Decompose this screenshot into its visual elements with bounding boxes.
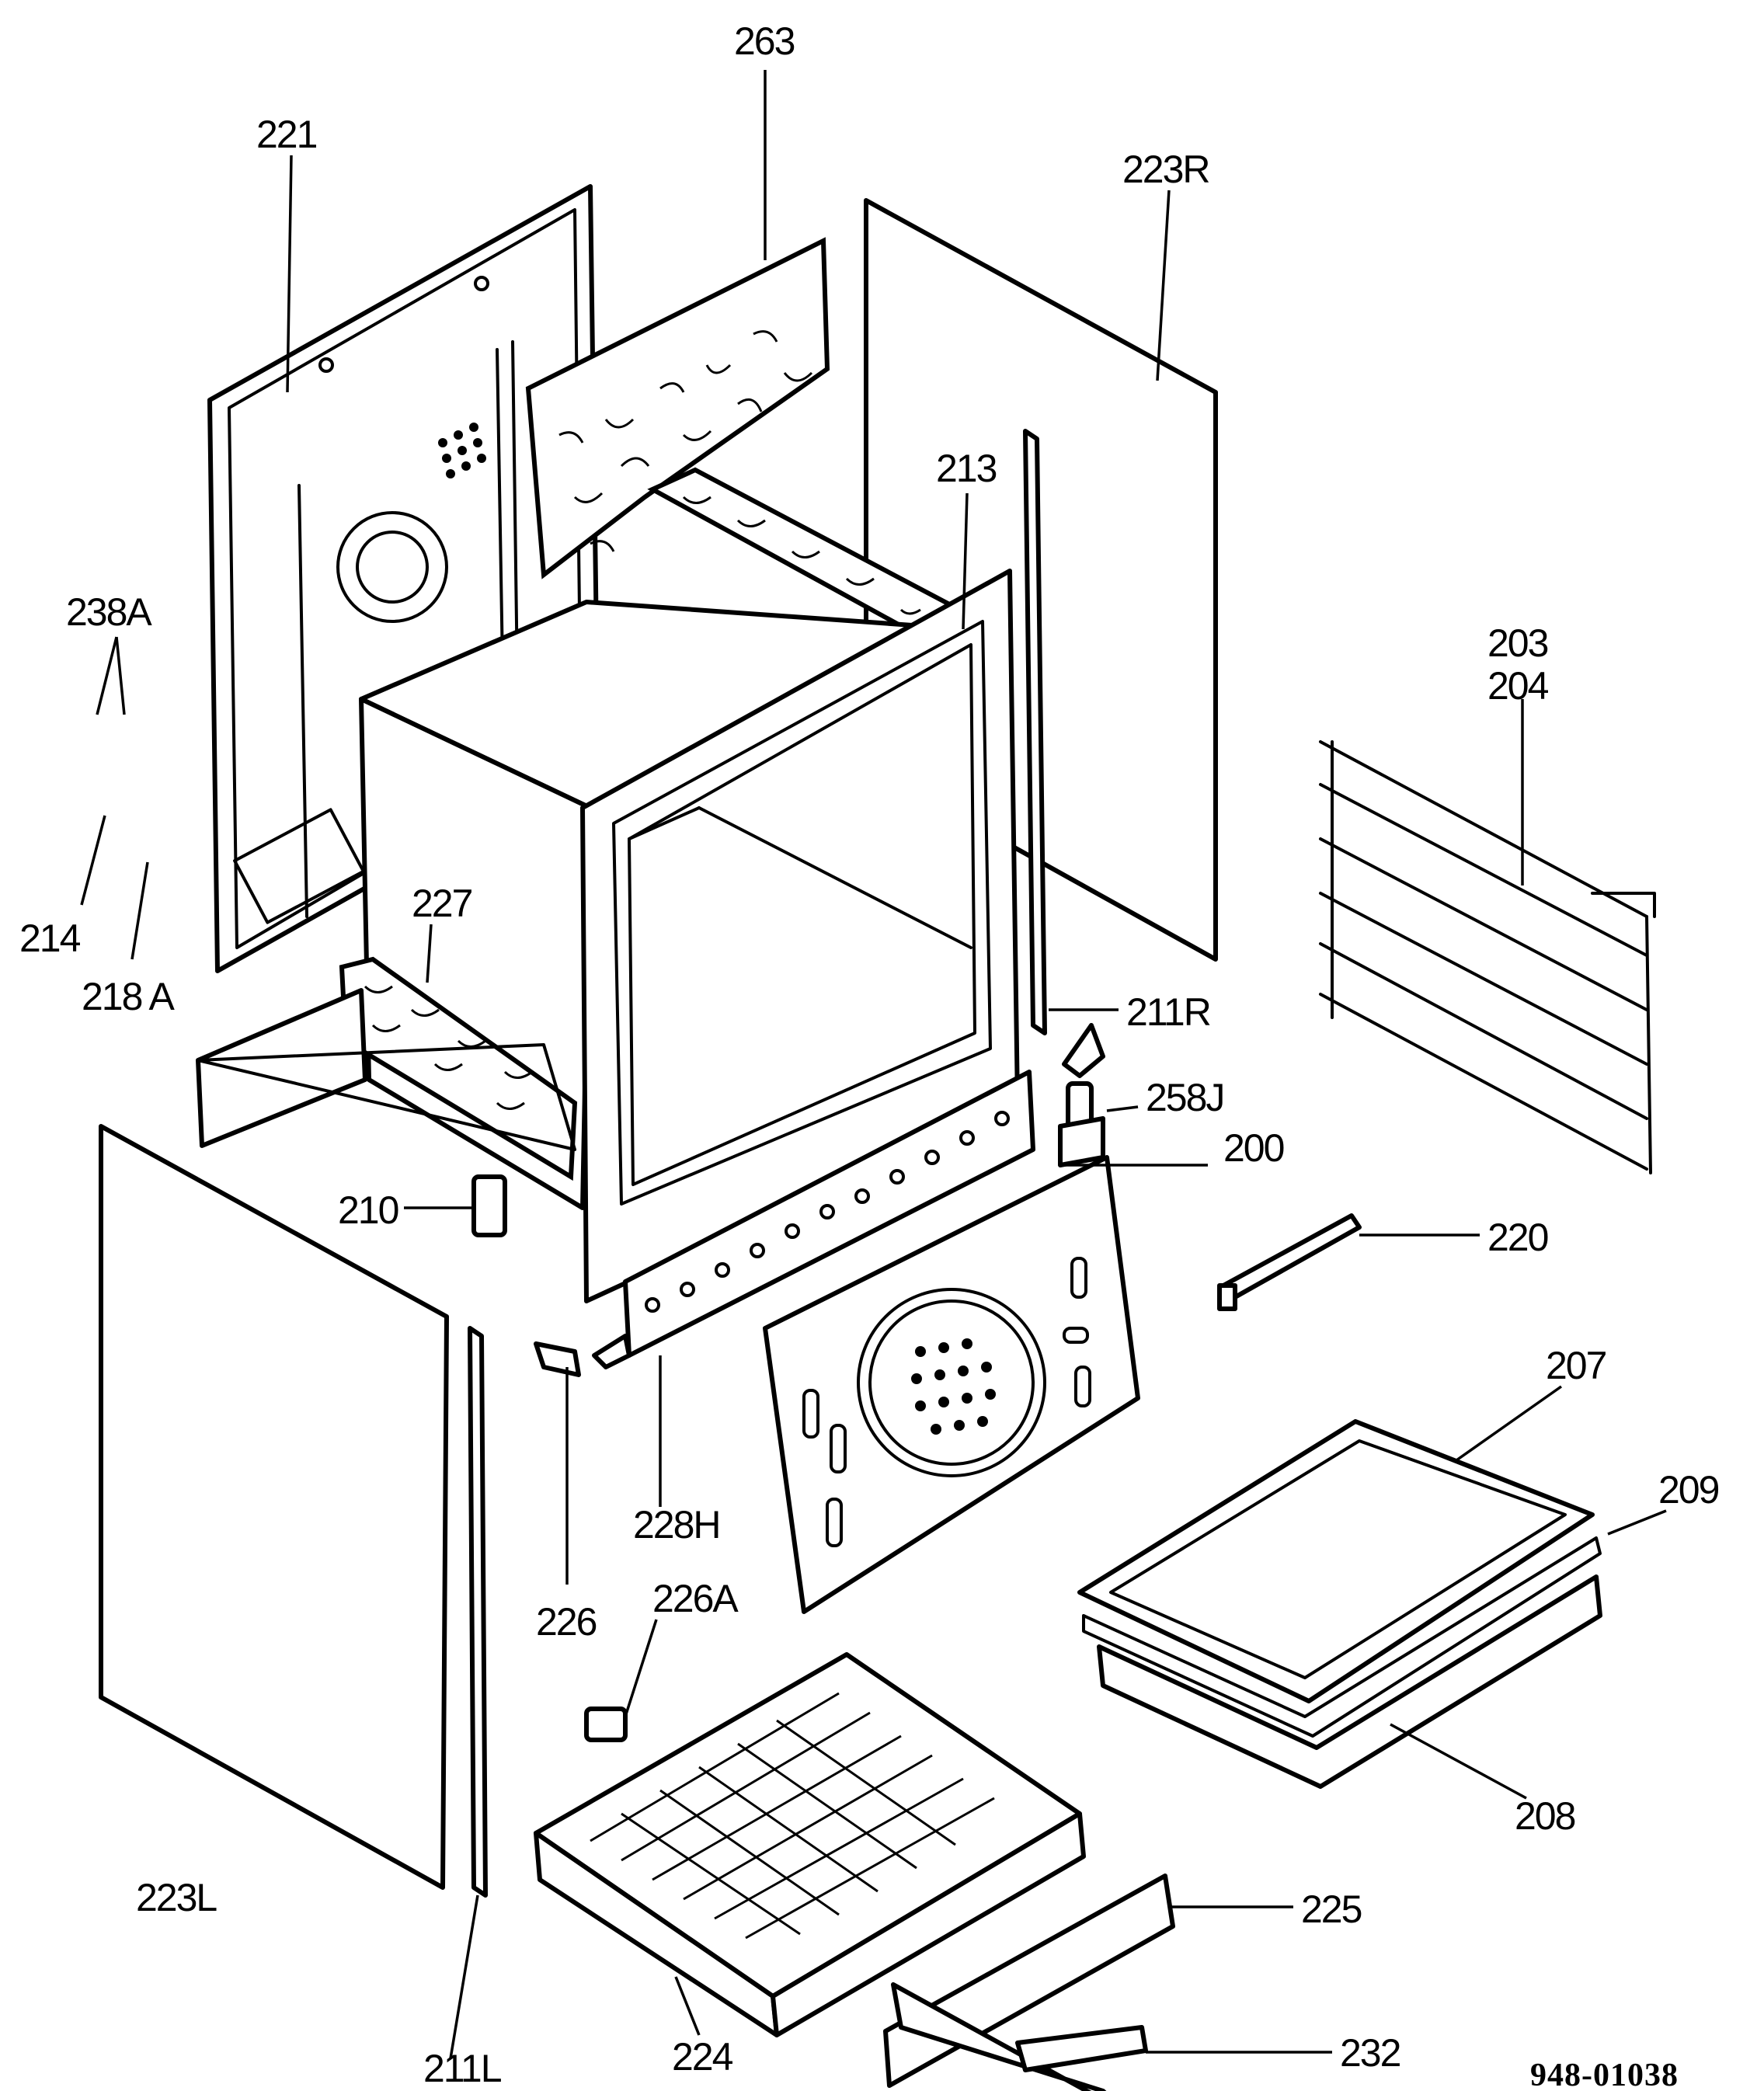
label-213: 213 [936,447,997,490]
label-214: 214 [19,917,81,960]
label-223R: 223R [1122,148,1209,191]
label-210: 210 [338,1188,398,1232]
drawer-mesh-icon [590,1692,995,1940]
label-218A: 218 A [82,975,176,1018]
rail-holes-icon [645,1111,1010,1313]
label-238A: 238A [66,590,152,634]
part-207-baking-tray [1077,1419,1595,1703]
part-labels: 263 221 223R 213 238A 214 218 A 227 211R… [19,19,1721,2091]
fan-grille-icon [911,1338,996,1435]
part-220-hinge [1217,1213,1362,1311]
part-226-clip [534,1341,581,1377]
drawing-code: 948-01038 [1530,2058,1679,2091]
part-base-tray [196,988,576,1151]
label-225: 225 [1301,1887,1362,1931]
part-208-drip-tray [1097,1574,1602,1789]
label-221: 221 [256,113,317,156]
leader-lines [80,70,1667,2059]
label-203: 203 [1487,621,1548,665]
label-228H: 228H [633,1503,720,1547]
label-211L: 211L [423,2047,502,2090]
label-209: 209 [1658,1468,1719,1512]
part-258J-bracket [1058,1023,1105,1167]
part-209-grid-shelf [1082,1536,1602,1738]
part-224-drawer [534,1652,1086,2037]
label-226: 226 [536,1600,597,1644]
label-207: 207 [1546,1344,1606,1387]
part-200-fan-panel [763,1155,1140,1614]
part-223L-left-side-panel [99,1124,449,1890]
label-226A: 226A [652,1577,739,1620]
label-227: 227 [412,882,472,925]
label-204: 204 [1487,664,1549,708]
part-211L-left-strip [468,1326,488,1898]
part-232-slide-rail [891,1982,1148,2091]
part-226A-clip [584,1707,628,1742]
label-223L: 223L [136,1876,217,1919]
label-232: 232 [1340,2031,1400,2075]
label-224: 224 [672,2035,733,2079]
part-211R-right-strip [1023,429,1047,1035]
part-263-insulation [525,237,830,579]
part-210-clip [471,1174,507,1237]
label-220: 220 [1487,1216,1548,1259]
label-208: 208 [1515,1794,1575,1838]
label-211R: 211R [1126,990,1210,1034]
label-258J: 258J [1146,1076,1223,1119]
part-228H-front-rail [592,1070,1035,1369]
vent-holes-icon [438,423,486,478]
label-200: 200 [1223,1126,1284,1170]
part-203-204-shelf-rack [1319,740,1656,1174]
label-263: 263 [734,19,795,63]
